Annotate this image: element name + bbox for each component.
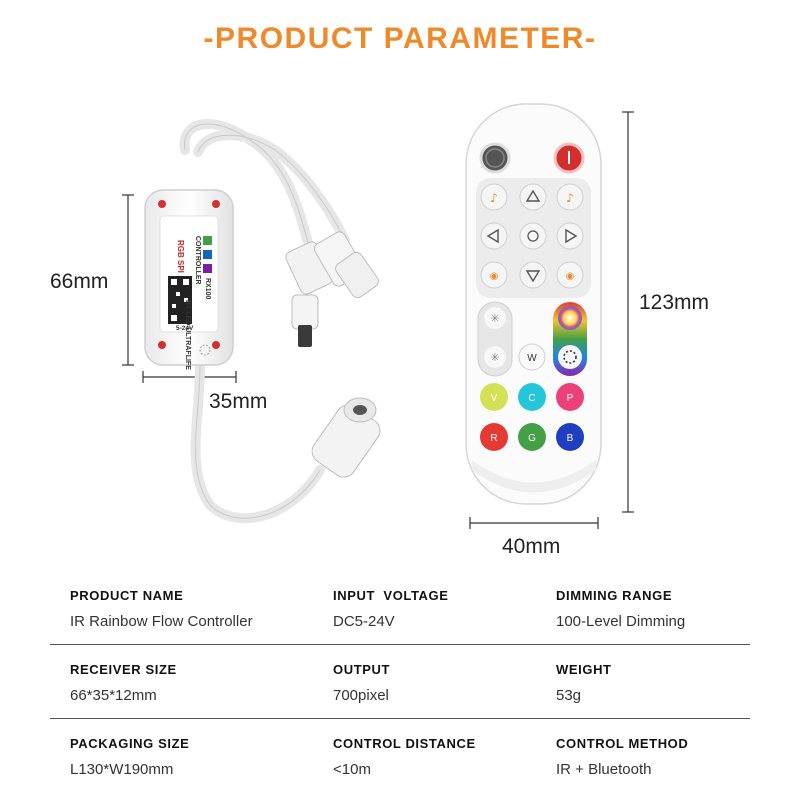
spec-value: DC5-24V: [333, 613, 395, 630]
arrow-up-icon: [519, 183, 547, 211]
spec-value: L130*W190mm: [70, 761, 174, 778]
receiver-label-voltage: 5-24V: [176, 325, 194, 332]
spec-value: 100-Level Dimming: [556, 613, 686, 630]
remote-width-label: 40mm: [502, 535, 561, 558]
color-g-label: G: [528, 433, 536, 444]
title-dash-left: -: [203, 22, 216, 55]
spec-output: OUTPUT 700pixel: [333, 659, 390, 704]
color-b-button: [556, 423, 584, 451]
product-illustration: BT LED ULTRAFLIFE RGB SPI CONTROLLER RX1…: [122, 103, 634, 529]
page-title: -PRODUCT PARAMETER-: [0, 22, 800, 56]
spec-control-distance: CONTROL DISTANCE <10m: [333, 733, 476, 778]
color-v-label: V: [491, 393, 498, 404]
title-dash-right: -: [584, 22, 597, 55]
rainbow-mode-icon: [558, 306, 582, 330]
spec-label: CONTROL DISTANCE: [333, 736, 476, 751]
svg-text:✳: ✳: [490, 351, 499, 364]
receiver-body: BT LED ULTRAFLIFE RGB SPI CONTROLLER RX1…: [144, 189, 234, 370]
color-c-label: C: [528, 393, 535, 404]
white-button: [518, 343, 546, 371]
spec-product-name: PRODUCT NAME IR Rainbow Flow Controller: [70, 585, 253, 630]
spec-control-method: CONTROL METHOD IR + Bluetooth: [556, 733, 688, 778]
spec-row: PRODUCT NAME IR Rainbow Flow Controller …: [0, 585, 800, 659]
brightness-down-icon: [484, 346, 506, 368]
spec-label: CONTROL METHOD: [556, 736, 689, 751]
receiver-label-brand: BT LED ULTRAFLIFE: [184, 300, 191, 370]
svg-text:✳: ✳: [490, 312, 499, 325]
spec-weight: WEIGHT 53g: [556, 659, 612, 704]
app-icon: [203, 236, 212, 245]
spec-packaging-size: PACKAGING SIZE L130*W190mm: [70, 733, 189, 778]
arrow-left-icon: [480, 222, 508, 250]
spec-label: OUTPUT: [333, 662, 391, 677]
spec-label: PACKAGING SIZE: [70, 736, 190, 751]
receiver-height-dimension: [122, 194, 134, 366]
music-mode-icon: [480, 183, 508, 211]
color-r-label: R: [490, 433, 497, 444]
arrow-down-icon: [519, 261, 547, 289]
spec-row: PACKAGING SIZE L130*W190mm CONTROL DISTA…: [0, 733, 800, 807]
svg-text:◉: ◉: [490, 271, 499, 282]
spec-dimming-range: DIMMING RANGE 100-Level Dimming: [556, 585, 685, 630]
spec-value: IR Rainbow Flow Controller: [70, 613, 253, 630]
spec-value: <10m: [333, 761, 371, 778]
remote-width-dimension: [469, 517, 599, 529]
receiver-width-label: 35mm: [209, 390, 268, 413]
music-mode-icon: [556, 183, 584, 211]
brightness-up-icon: [484, 307, 506, 329]
sound-mode-icon: [556, 261, 584, 289]
app-icon: [203, 250, 212, 259]
spec-value: IR + Bluetooth: [556, 761, 652, 778]
sound-mode-icon: [480, 261, 508, 289]
qr-code: [168, 276, 192, 324]
color-b-label: B: [567, 433, 574, 444]
spec-input-voltage: INPUT VOLTAGE DC5-24V: [333, 585, 449, 630]
white-button-label: W: [527, 353, 537, 364]
remote-control: ♪ ♪ ◉ ◉ ✳ ✳ W V C: [465, 103, 602, 505]
spec-label: WEIGHT: [556, 662, 612, 677]
spec-label: PRODUCT NAME: [70, 588, 184, 603]
svg-text:♪: ♪: [490, 191, 498, 205]
timer-icon: [519, 222, 547, 250]
spec-label: RECEIVER SIZE: [70, 662, 177, 677]
spec-value: 700pixel: [333, 687, 389, 704]
rainbow-speed-icon: [558, 345, 582, 369]
spec-value: 66*35*12mm: [70, 687, 157, 704]
app-icon: [203, 264, 212, 273]
receiver-width-dimension: [142, 371, 237, 383]
reset-button: [199, 344, 211, 356]
color-v-button: [480, 383, 508, 411]
receiver-label-controller: CONTROLLER: [194, 236, 201, 285]
color-g-button: [518, 423, 546, 451]
receiver-height-label: 66mm: [50, 270, 109, 293]
cable-outlines: [184, 123, 346, 519]
color-c-button: [518, 383, 546, 411]
connector-plugs: [285, 231, 381, 478]
remote-height-dimension: [622, 111, 634, 513]
svg-text:◉: ◉: [566, 271, 575, 282]
spec-receiver-size: RECEIVER SIZE 66*35*12mm: [70, 659, 177, 704]
remote-height-label: 123mm: [639, 291, 710, 314]
spec-label: INPUT VOLTAGE: [333, 588, 449, 603]
title-text: PRODUCT PARAMETER: [215, 22, 585, 55]
receiver-label-type: RGB SPI: [176, 240, 185, 273]
spec-row: RECEIVER SIZE 66*35*12mm OUTPUT 700pixel…: [0, 659, 800, 733]
row-divider: [50, 644, 750, 645]
svg-text:♪: ♪: [566, 191, 574, 205]
color-p-button: [556, 383, 584, 411]
arrow-right-icon: [556, 222, 584, 250]
spec-table: PRODUCT NAME IR Rainbow Flow Controller …: [0, 585, 800, 807]
row-divider: [50, 718, 750, 719]
color-r-button: [480, 423, 508, 451]
receiver-label-model: RX100: [204, 278, 211, 300]
spec-label: DIMMING RANGE: [556, 588, 673, 603]
spec-value: 53g: [556, 687, 582, 704]
color-p-label: P: [567, 393, 574, 404]
power-off-icon: [479, 142, 511, 174]
